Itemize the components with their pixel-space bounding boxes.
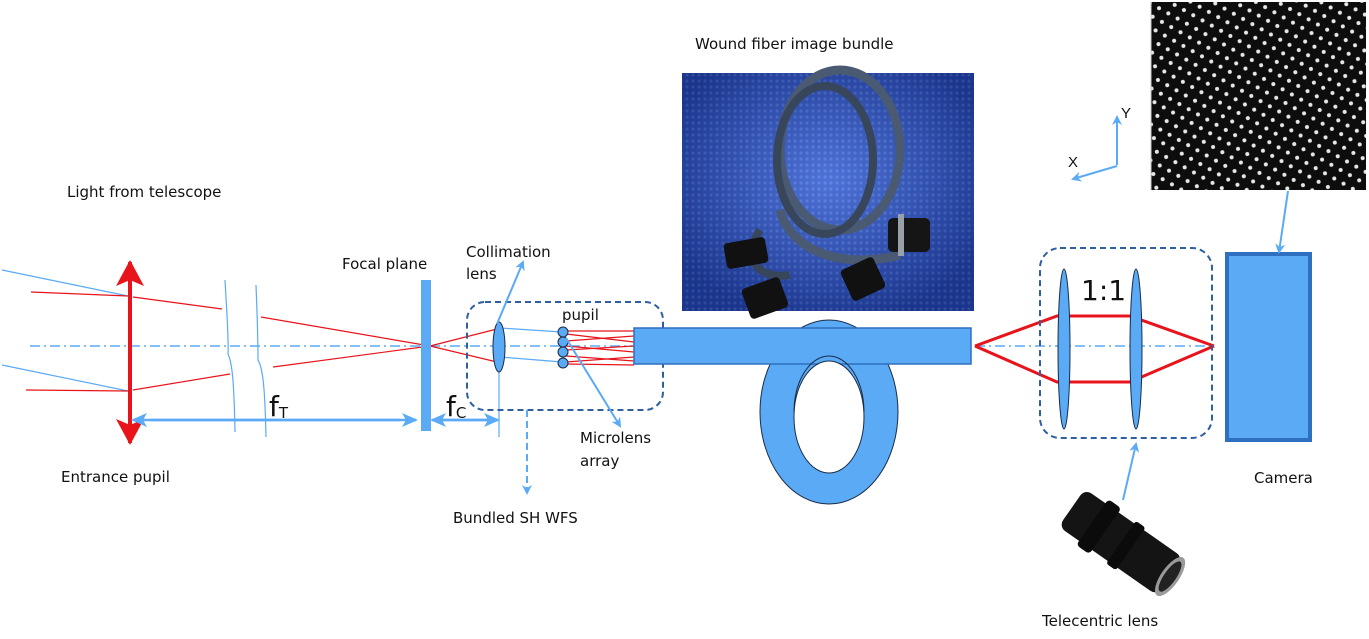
camera	[1225, 252, 1312, 442]
fiber-bundle-photo	[682, 65, 974, 319]
label-collimation-line2: lens	[466, 265, 497, 283]
label-entrance-pupil: Entrance pupil	[61, 468, 170, 486]
label-ratio: 1:1	[1081, 274, 1126, 307]
label-axis-y: Y	[1121, 105, 1131, 122]
label-axis-x: X	[1068, 154, 1078, 171]
label-ft-sub: T	[278, 404, 289, 422]
label-ft: fT	[269, 390, 289, 423]
label-pupil: pupil	[562, 306, 599, 324]
label-collimation-line1: Collimation	[466, 243, 551, 261]
label-fc-main: f	[446, 390, 457, 423]
label-fc-sub: C	[456, 404, 466, 422]
telecentric-lens-box	[1039, 247, 1213, 439]
fiber-loop-hole	[793, 360, 865, 474]
telecentric-lens-pointer	[1122, 442, 1140, 501]
x-axis-arrow	[1071, 165, 1118, 182]
microlens-array-pointer	[565, 337, 622, 428]
relay-lens-1	[1057, 268, 1071, 430]
break-mark-right	[255, 284, 267, 438]
label-fc: fC	[446, 390, 466, 423]
label-microlens-line2: array	[580, 452, 619, 470]
camera-spot-image	[1150, 2, 1366, 190]
collimation-lens	[492, 321, 506, 373]
fiber-loop-edge	[793, 355, 865, 413]
label-camera: Camera	[1254, 469, 1313, 487]
label-microlens-line1: Microlens	[580, 429, 651, 447]
collimation-lens-pointer	[496, 260, 525, 325]
label-light-from-telescope: Light from telescope	[67, 183, 221, 201]
label-wound-fiber-bundle: Wound fiber image bundle	[695, 35, 894, 53]
label-focal-plane: Focal plane	[342, 255, 427, 273]
incoming-rays	[1, 269, 498, 392]
spot-image-pointer	[1275, 190, 1289, 254]
focal-plane	[421, 280, 431, 431]
break-mark-left	[224, 279, 236, 433]
fiber-bundle-bar	[633, 327, 972, 365]
microlens-array	[557, 326, 569, 369]
label-ft-main: f	[269, 390, 280, 423]
telecentric-lens-photo	[1061, 492, 1186, 597]
label-telecentric-lens: Telecentric lens	[1041, 612, 1158, 630]
label-bundled-sh-wfs: Bundled SH WFS	[453, 509, 578, 527]
collimated-rays	[499, 327, 635, 366]
relay-rays	[974, 314, 1215, 384]
relay-lens-2	[1129, 268, 1143, 430]
